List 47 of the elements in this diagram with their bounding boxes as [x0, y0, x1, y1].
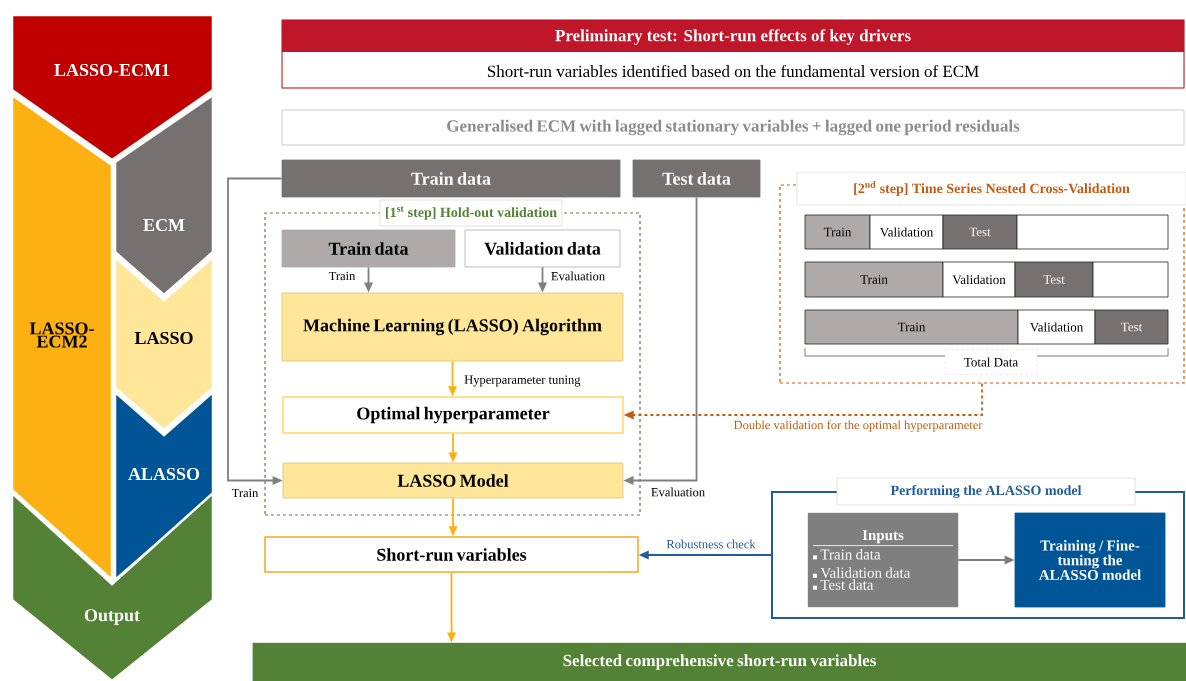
edge-label: Hyperparameter tuning: [463, 374, 582, 388]
arrow: [448, 497, 458, 537]
arrow: [538, 266, 547, 293]
segment: Train: [804, 261, 944, 298]
arrow: [623, 382, 983, 420]
segment: Train: [804, 309, 1019, 345]
input-list-box: Inputs Train data Validation data Test data: [807, 512, 959, 608]
edge-label: Train: [327, 270, 357, 282]
segment: Validation: [942, 261, 1016, 298]
result-bar: Selected comprehensive short-run variables: [252, 642, 1186, 681]
segment: [1016, 214, 1169, 250]
edge-label: Evaluation: [549, 270, 607, 282]
node-label: st: [396, 206, 404, 212]
edge-label: Evaluation: [649, 486, 707, 498]
segment: Test: [942, 214, 1018, 250]
data-box: Validation data: [464, 229, 621, 268]
bracket-label: Total Data: [944, 349, 1038, 375]
arrow: [448, 360, 457, 397]
stage-block: LASSO-ECM1: [10, 13, 215, 162]
segment: [1092, 261, 1169, 298]
arrow: [623, 196, 698, 485]
arrow: [364, 266, 373, 293]
arrow: [638, 550, 772, 560]
arrow: [957, 555, 1015, 565]
edge-label: Double validation for the optimal hyperparameter: [732, 419, 984, 433]
arrow: [227, 177, 283, 485]
segment: Test: [1094, 309, 1169, 345]
arrow: [447, 571, 456, 643]
process-box: Optimal hyperparameter: [282, 396, 624, 434]
edge-label: Robustness check: [665, 538, 757, 550]
process-box: Training / Fine-tuning the ALASSO model: [1014, 512, 1166, 608]
segment: Train: [804, 214, 871, 250]
stage-block: Output: [10, 490, 215, 681]
process-box: LASSO Model: [282, 462, 624, 499]
title-banner: Preliminary test: Short-run effects of key drivers Short-run variables identified based on the fundamental version of ECM: [281, 19, 1185, 89]
stage-block: ECM: [113, 92, 215, 297]
output-box: Short-run variables: [264, 536, 639, 573]
data-bar: Test data: [632, 159, 761, 198]
segment: Validation: [869, 214, 944, 250]
banner-box: Generalised ECM with lagged stationary variables + lagged one period residuals: [281, 109, 1185, 146]
data-bar: Train data: [281, 159, 621, 198]
edge-label: Train: [230, 487, 260, 499]
data-box: Train data: [281, 229, 456, 268]
arrow: [448, 432, 458, 463]
process-box: Machine Learning (LASSO) Algorithm: [281, 292, 624, 362]
segment: Test: [1014, 261, 1094, 298]
segment: Validation: [1017, 309, 1096, 345]
